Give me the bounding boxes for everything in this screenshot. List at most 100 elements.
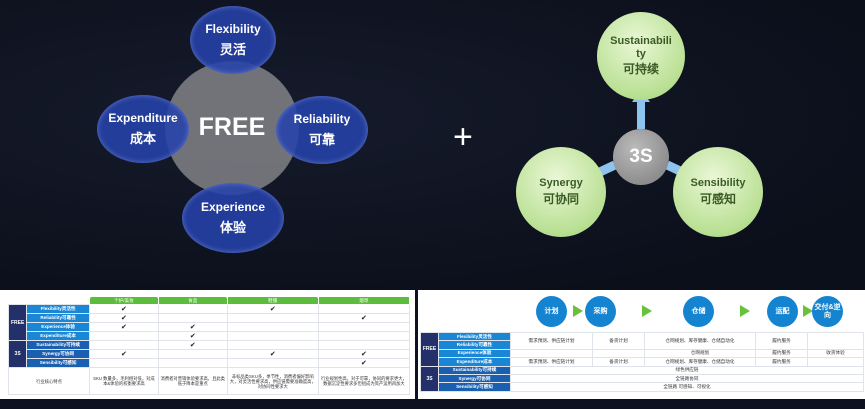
check-cell: ✔ bbox=[226, 304, 319, 315]
check-cell bbox=[317, 322, 411, 333]
bubble-cn: 可靠 bbox=[308, 132, 335, 147]
check-cell bbox=[226, 340, 319, 351]
check-cell bbox=[317, 304, 411, 315]
check-icon: ✔ bbox=[269, 351, 276, 359]
column-header: 烟草 bbox=[317, 295, 411, 306]
description-cell: SKU 数量多，毛利相对低，对成本&体验的权衡要求高 bbox=[89, 367, 159, 396]
row-label: Reliability可靠性 bbox=[26, 313, 90, 324]
step-1[interactable]: 采购 bbox=[585, 296, 616, 327]
column-header: 鞋服 bbox=[226, 295, 319, 306]
check-cell: ✔ bbox=[317, 313, 411, 324]
3s-center-circle: 3S bbox=[613, 129, 669, 185]
check-cell bbox=[157, 313, 228, 324]
check-cell bbox=[157, 358, 228, 369]
check-cell bbox=[226, 313, 319, 324]
check-cell bbox=[89, 340, 159, 351]
circle-en: Synergy bbox=[539, 177, 583, 190]
check-cell bbox=[226, 322, 319, 333]
step-3[interactable]: 运配 bbox=[767, 296, 798, 327]
cell: 履约服务 bbox=[755, 348, 808, 359]
next-arrow-icon bbox=[573, 305, 583, 317]
table-row: Synergy可协同✔✔✔ bbox=[9, 349, 411, 360]
check-cell: ✔ bbox=[317, 358, 411, 369]
bubble-cn: 体验 bbox=[219, 220, 246, 235]
table-row: Sensibility可感知✔ bbox=[9, 358, 411, 369]
group-3s: 3S bbox=[420, 365, 439, 392]
check-cell: ✔ bbox=[226, 349, 319, 360]
group-free: FREE bbox=[420, 332, 439, 367]
row-label: Flexibility灵活性 bbox=[26, 304, 90, 315]
check-cell bbox=[226, 331, 319, 342]
check-icon: ✔ bbox=[120, 306, 127, 314]
cell: 仓网规划、库存健康、仓储自动化 bbox=[644, 357, 756, 367]
check-cell: ✔ bbox=[89, 322, 159, 333]
check-icon: ✔ bbox=[189, 342, 196, 350]
check-icon: ✔ bbox=[360, 315, 367, 323]
merged-cell: 全链路 可感知、可视化 bbox=[510, 382, 864, 392]
expenditure-bubble: Expenditure 成本 bbox=[97, 95, 189, 163]
check-cell bbox=[157, 304, 228, 315]
table-row: Synergy可协同全链路协同 bbox=[421, 373, 864, 384]
check-cell bbox=[157, 349, 228, 360]
check-icon: ✔ bbox=[360, 360, 367, 368]
bubble-cn: 成本 bbox=[129, 131, 156, 146]
table-row: Sensibility可感知全链路 可感知、可视化 bbox=[421, 382, 864, 392]
step-0[interactable]: 计划 bbox=[536, 296, 567, 327]
bubble-en: Reliability bbox=[293, 112, 351, 126]
bubble-en: Experience bbox=[200, 200, 266, 214]
header-row: 个护/美妆食品鞋服烟草 bbox=[9, 295, 411, 306]
row-label: Synergy可协同 bbox=[438, 373, 511, 384]
check-icon: ✔ bbox=[189, 333, 196, 341]
table-row: Experience体验✔✔ bbox=[9, 322, 411, 333]
circle-cn: 可协同 bbox=[542, 191, 579, 206]
next-arrow-icon bbox=[642, 305, 652, 317]
check-cell bbox=[317, 331, 411, 342]
cell: 履约服务 bbox=[755, 357, 808, 367]
circle-en: Sustainabili ty bbox=[610, 34, 672, 60]
cell: 收货体验 bbox=[807, 348, 864, 359]
bubble-en: Flexibility bbox=[205, 22, 261, 36]
cell: 仓网规划、库存健康、仓储自动化 bbox=[644, 332, 756, 350]
check-cell: ✔ bbox=[89, 304, 159, 315]
step-4[interactable]: 交付&逆向 bbox=[812, 296, 843, 327]
check-cell: ✔ bbox=[317, 349, 411, 360]
cell: 备货计划 bbox=[592, 332, 645, 350]
row-label: Synergy可协同 bbox=[26, 349, 90, 360]
circle-en: Sensibility bbox=[690, 177, 746, 190]
table-row: Expenditure成本需求预测、供应链计划备货计划仓网规划、库存健康、仓储自… bbox=[421, 357, 864, 367]
row-label: Sensibility可感知 bbox=[438, 382, 511, 392]
arrow-up-shaft bbox=[637, 101, 645, 129]
row-label: Sustainability可持续 bbox=[26, 340, 90, 351]
check-icon: ✔ bbox=[360, 351, 367, 359]
merged-cell: 绿色供应链 bbox=[510, 365, 864, 375]
row-label: Reliability可靠性 bbox=[438, 340, 511, 350]
experience-bubble: Experience 体验 bbox=[182, 183, 284, 253]
bubble-cn: 灵活 bbox=[219, 42, 246, 57]
column-header: 食品 bbox=[157, 295, 228, 306]
check-icon: ✔ bbox=[269, 306, 276, 314]
table-row: Expenditure成本 ✔ bbox=[9, 331, 411, 342]
circle-cn: 可持续 bbox=[622, 62, 659, 77]
step-2[interactable]: 仓储 bbox=[683, 296, 714, 327]
row-label: Sustainability可持续 bbox=[438, 365, 511, 375]
cell: 履约服务 bbox=[755, 332, 808, 350]
check-cell bbox=[89, 358, 159, 369]
cell bbox=[592, 348, 645, 359]
cell: 备货计划 bbox=[592, 357, 645, 367]
cell bbox=[807, 332, 864, 350]
check-cell: ✔ bbox=[157, 322, 228, 333]
bubble-en: Expenditure bbox=[108, 111, 178, 125]
cell: 需求预测、供应链计划 bbox=[510, 332, 593, 350]
plus-sign: + bbox=[453, 118, 473, 156]
row-label: Expenditure成本 bbox=[26, 331, 90, 342]
